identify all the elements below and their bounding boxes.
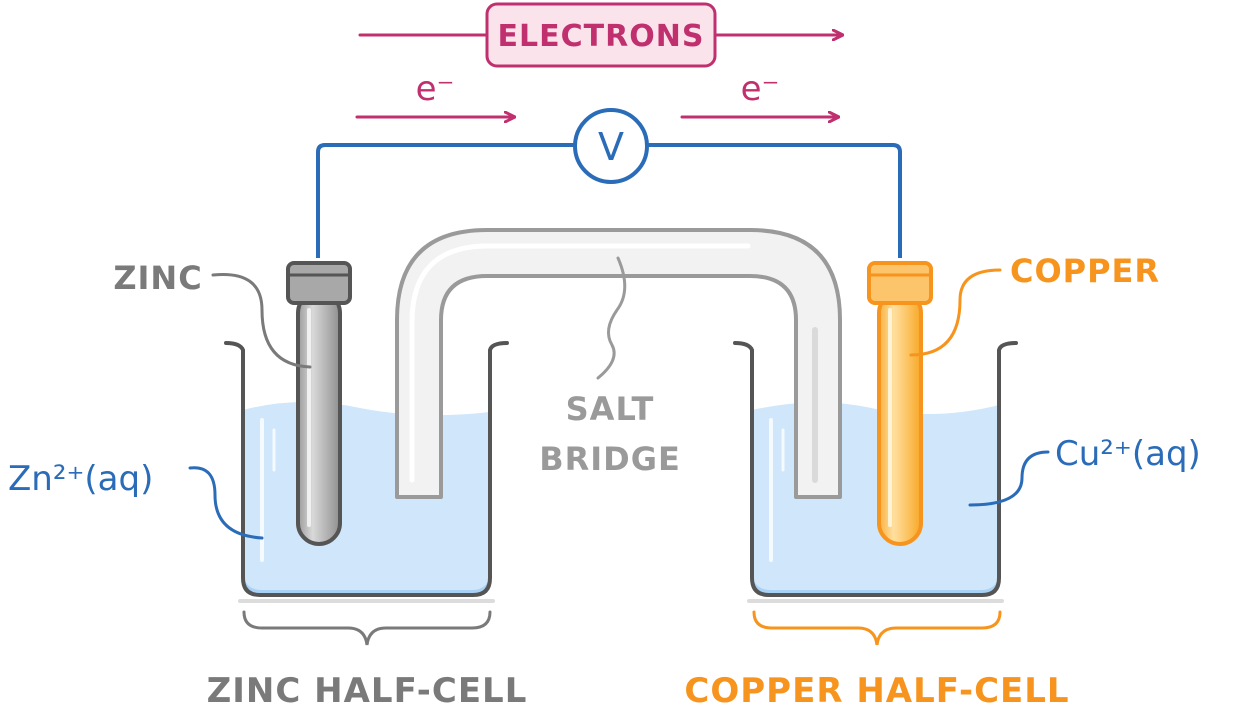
zinc-ion-leader: [188, 466, 264, 540]
electron-symbol-right: e⁻: [741, 69, 780, 109]
zinc-leader: [211, 272, 312, 369]
voltmeter: V: [573, 108, 649, 184]
electrons-box: [485, 2, 717, 68]
external-wire: [316, 143, 902, 258]
copper-leader: [909, 268, 1002, 357]
electrons-label: ELECTRONS: [498, 19, 705, 54]
copper-solution: [752, 402, 999, 595]
zinc-ion-label: Zn²⁺(aq): [8, 459, 153, 499]
copper-beaker: [733, 341, 1018, 603]
copper-half-cell-brace: [752, 610, 1002, 646]
voltmeter-symbol: V: [598, 125, 624, 169]
salt-bridge-shine: [409, 243, 751, 483]
zinc-electrode: [286, 261, 352, 546]
salt-bridge-label-line1: SALT: [566, 390, 655, 428]
zinc-beaker-outline: [224, 341, 509, 597]
copper-solution-bottom: [752, 570, 999, 595]
electron-flow-right: e⁻: [680, 69, 838, 117]
copper-cap: [867, 261, 933, 305]
zinc-rod: [296, 290, 342, 546]
copper-half-cell-label: COPPER HALF-CELL: [684, 671, 1069, 711]
copper-ion-leader: [968, 450, 1050, 507]
copper-label: COPPER: [1010, 252, 1160, 290]
copper-electrode: [867, 261, 933, 546]
electrons-header: ELECTRONS: [358, 2, 842, 68]
zinc-half-cell-brace: [242, 610, 492, 646]
zinc-beaker: [224, 341, 509, 603]
zinc-label: ZINC: [113, 259, 202, 297]
copper-rod: [877, 290, 923, 546]
voltmeter-circle: [573, 108, 649, 184]
zinc-half-cell-label: ZINC HALF-CELL: [207, 671, 528, 711]
copper-beaker-outline: [733, 341, 1018, 597]
salt-bridge: [395, 228, 842, 499]
zinc-solution: [243, 401, 490, 595]
zinc-cap: [286, 261, 352, 305]
copper-ion-label: Cu²⁺(aq): [1055, 434, 1201, 474]
salt-bridge-label-line2: BRIDGE: [539, 440, 681, 478]
electron-flow-left: e⁻: [355, 69, 514, 117]
electron-symbol-left: e⁻: [416, 69, 455, 109]
zinc-solution-bottom: [243, 570, 490, 595]
salt-bridge-leader: [596, 256, 627, 380]
